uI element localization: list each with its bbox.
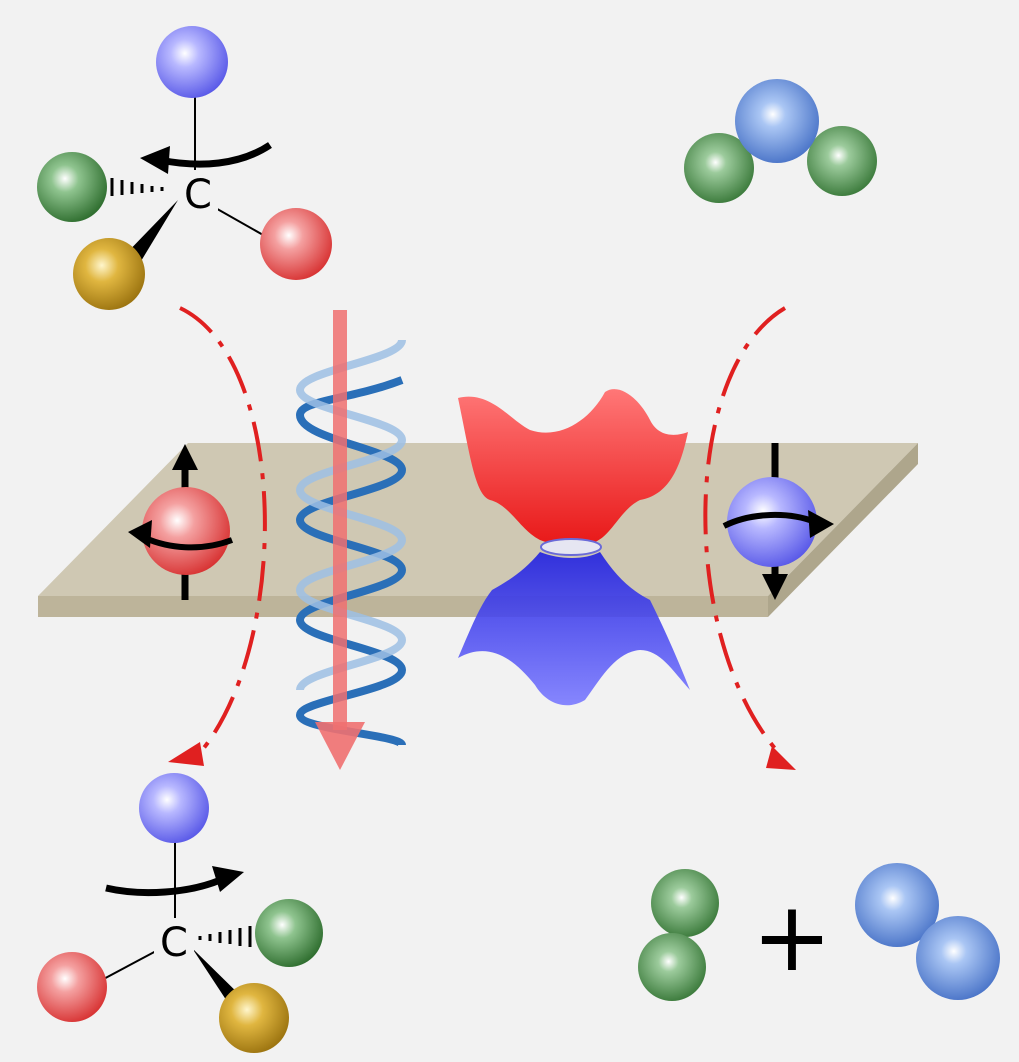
atom-red xyxy=(260,208,332,280)
dirac-cone-band-icon xyxy=(458,389,690,706)
spin-down-electron-icon xyxy=(722,443,834,600)
atom-red xyxy=(37,952,107,1022)
rotation-arrow-icon xyxy=(105,874,227,897)
chiral-molecule-bottom: C xyxy=(37,773,323,1053)
spin-up-electron-icon xyxy=(128,444,234,600)
arrow-head-icon xyxy=(315,722,365,770)
triatomic-molecule xyxy=(684,79,877,203)
arrow-head-icon xyxy=(808,510,834,538)
diatomic-molecule-blue xyxy=(855,863,1000,1000)
atom-green xyxy=(37,152,107,222)
helix-strand-back xyxy=(295,338,407,692)
diatomic-molecule-green xyxy=(638,869,719,1001)
arrow-head-icon xyxy=(168,742,204,766)
atom-gold xyxy=(219,983,289,1053)
rotation-arrow-icon xyxy=(143,535,234,551)
cycle-arrow-right xyxy=(703,306,787,754)
arrow-head-icon xyxy=(172,444,198,470)
rotation-arrow-icon xyxy=(159,142,272,168)
plane-top xyxy=(38,443,918,596)
atom-green xyxy=(255,899,323,967)
dirac-point xyxy=(540,538,602,556)
atom-blue xyxy=(156,26,228,98)
arrow-head-icon xyxy=(212,866,244,892)
electron-ball xyxy=(142,487,230,575)
carbon-label-bg xyxy=(178,170,218,216)
chiral-molecule-top: C xyxy=(37,26,332,310)
arrow-head-icon xyxy=(766,746,796,770)
atom-blue xyxy=(735,79,819,163)
lower-band xyxy=(458,552,690,706)
plus-sign: + xyxy=(752,881,832,993)
cycle-arrow-left xyxy=(179,306,267,757)
carbon-label-bg xyxy=(154,918,194,964)
atom-blue xyxy=(855,863,939,947)
bond-line xyxy=(97,949,159,983)
light-arrow-shaft xyxy=(333,310,347,730)
atom-green xyxy=(638,933,706,1001)
arrow-head-icon xyxy=(762,574,788,600)
atom-green xyxy=(651,869,719,937)
rotation-arrow-icon xyxy=(722,512,817,529)
plane-front xyxy=(38,596,768,617)
hashed-bond xyxy=(110,178,164,196)
hashed-bond xyxy=(198,926,252,947)
circularly-polarized-light-icon xyxy=(295,310,407,770)
arrow-head-icon xyxy=(128,520,152,548)
atom-blue xyxy=(139,773,209,843)
atom-green xyxy=(684,133,754,203)
carbon-label-bottom: C xyxy=(160,920,188,966)
helix-strand-front xyxy=(295,376,407,749)
atom-gold xyxy=(73,238,145,310)
atom-green xyxy=(807,126,877,196)
plane-side xyxy=(768,443,918,617)
upper-band xyxy=(458,389,688,546)
arrow-head-icon xyxy=(140,146,170,174)
electron-ball xyxy=(727,477,817,567)
carbon-label-top: C xyxy=(184,172,212,218)
atom-blue xyxy=(916,916,1000,1000)
